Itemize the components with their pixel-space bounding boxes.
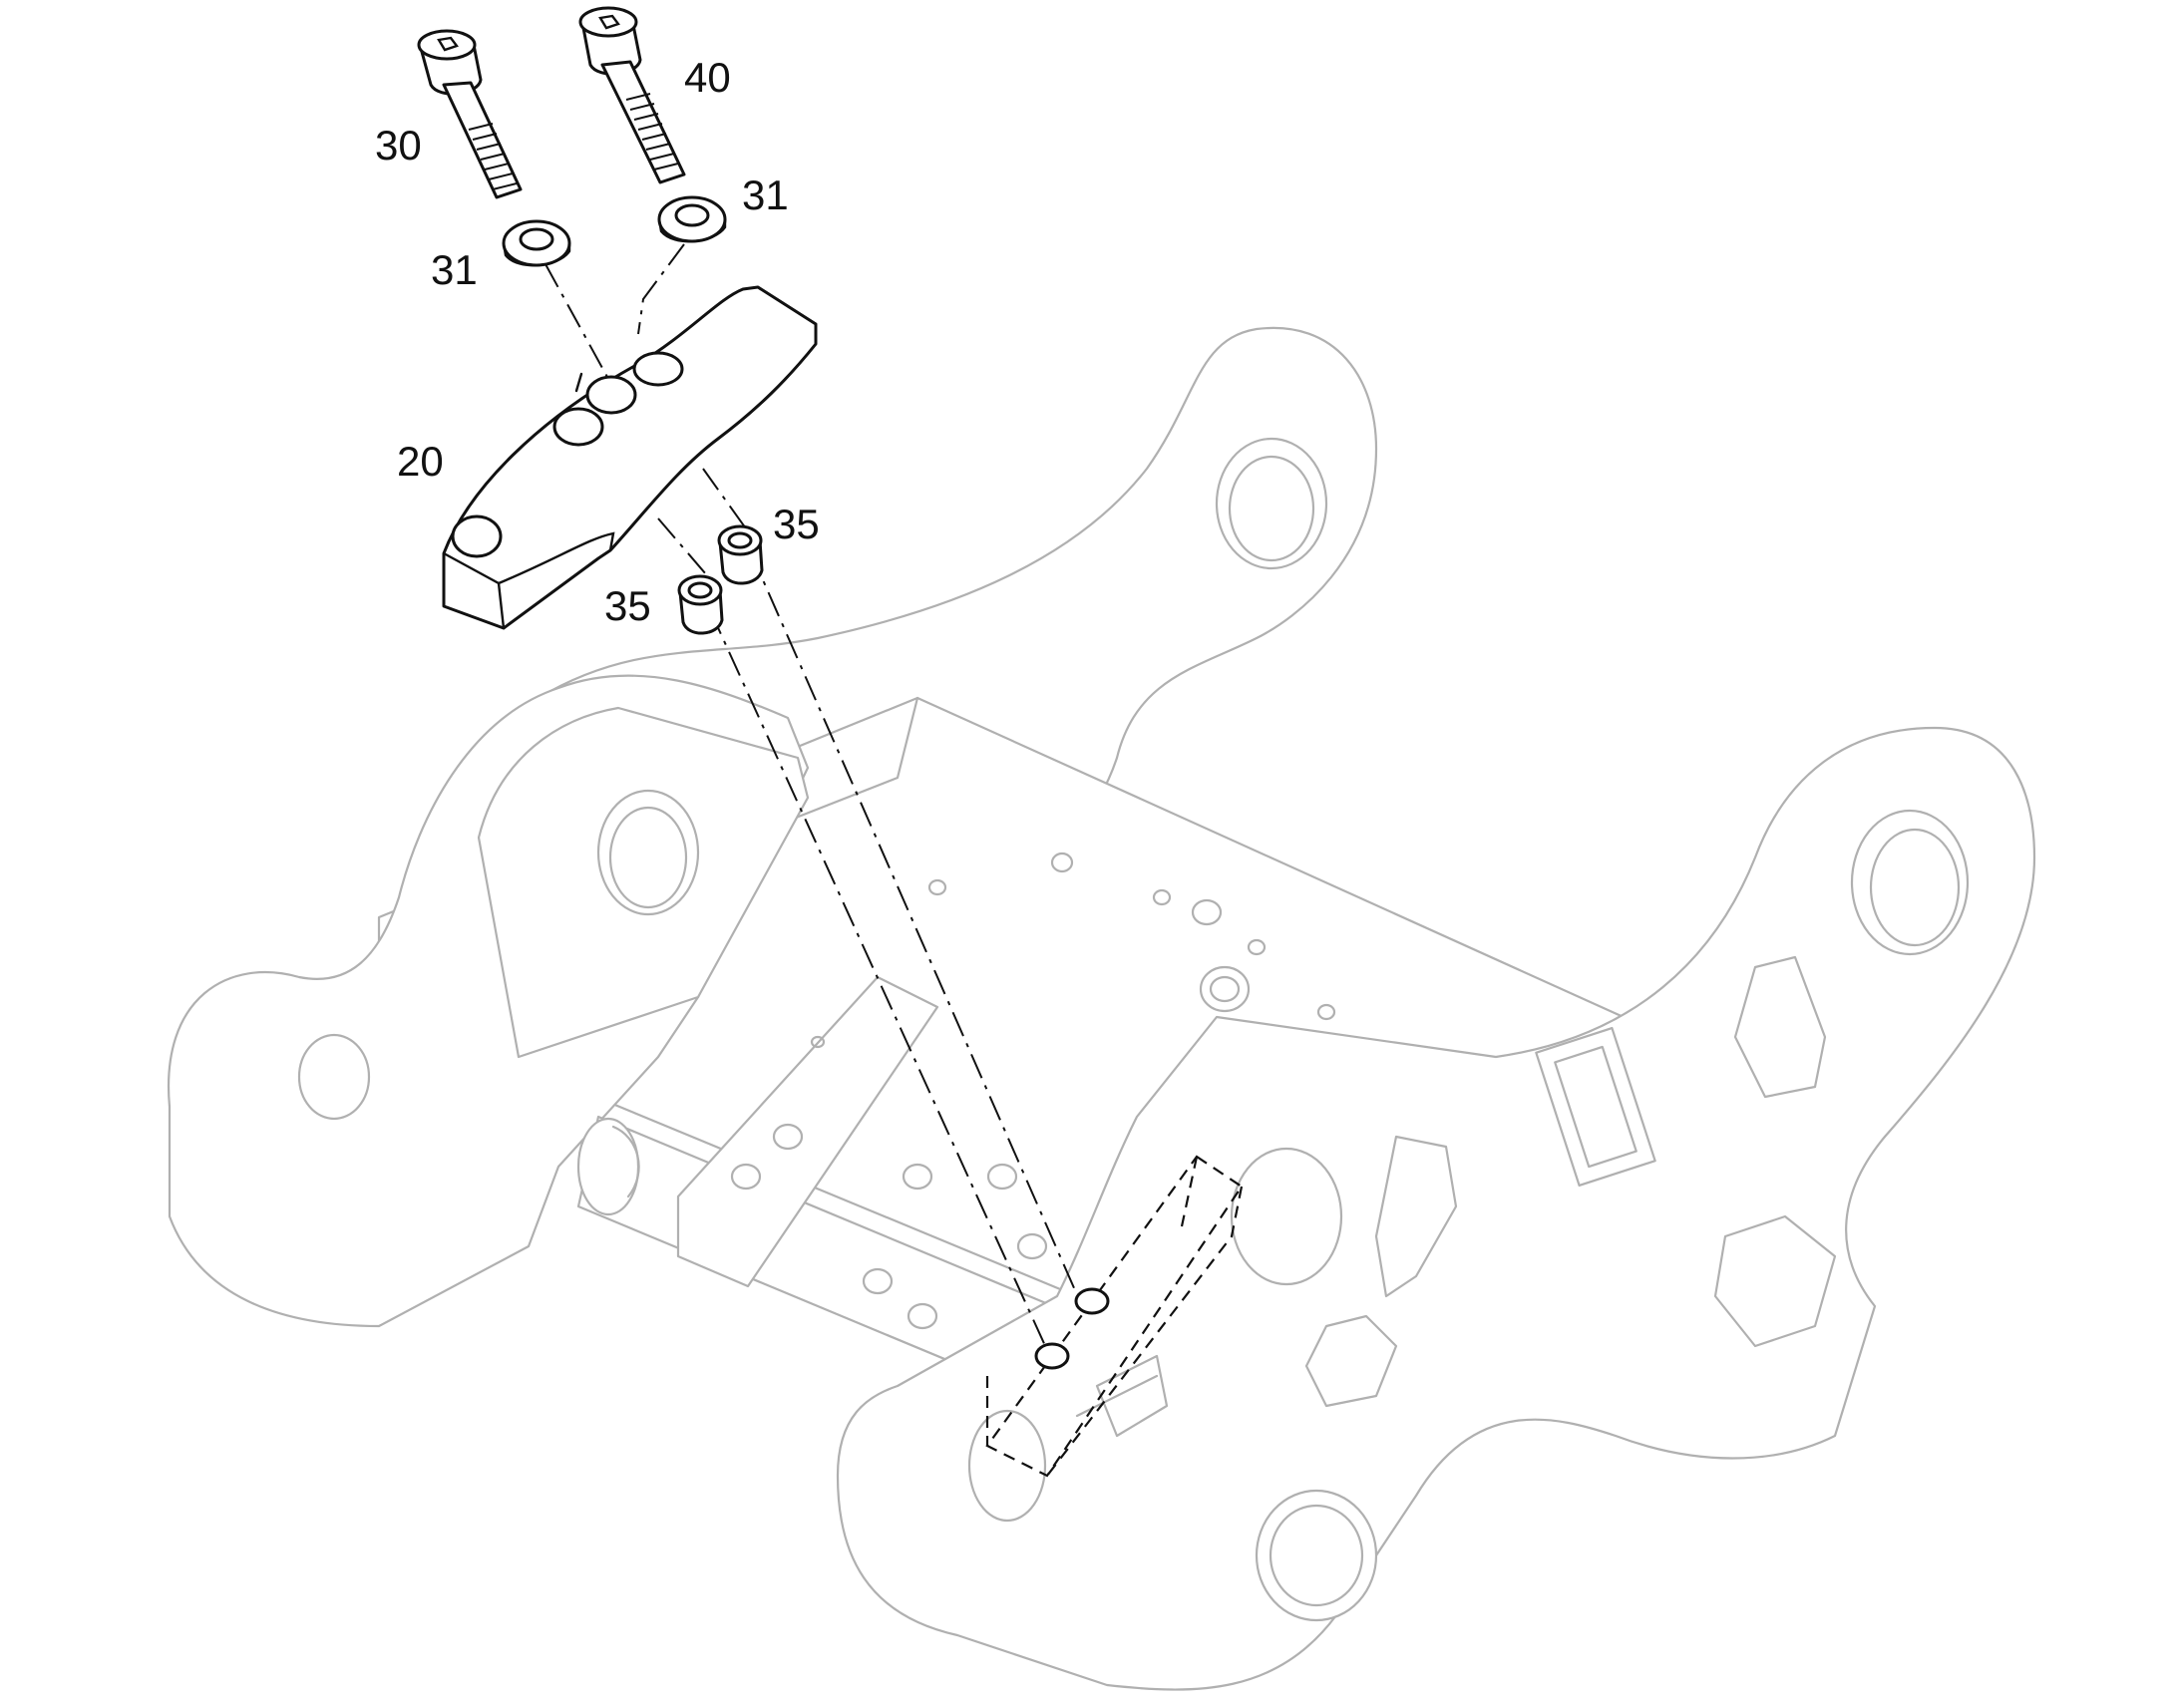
latch-slot (1095, 1354, 1169, 1438)
bushing-35-left (677, 574, 724, 635)
lock-bar-hole-2 (585, 375, 637, 415)
right-upper-pin-bore (1850, 809, 1970, 956)
lock-bar-hole-3 (632, 351, 684, 387)
bracket-upper-right (1733, 955, 1827, 1099)
wedge-block (676, 975, 939, 1288)
callout-31-right: 31 (742, 171, 789, 218)
callout-35-right: 35 (773, 501, 820, 547)
bushing-35-right (717, 524, 764, 585)
latch-screws (1034, 1287, 1110, 1370)
hook-right (1713, 1214, 1837, 1348)
lock-bar-hole-end (451, 514, 503, 558)
bracket-mid (1374, 1135, 1458, 1298)
callout-labels: 30 40 31 31 20 35 35 (375, 54, 820, 629)
inspection-window (1535, 1026, 1656, 1188)
right-lower-pin-bore (1255, 1489, 1378, 1622)
callout-40: 40 (684, 54, 731, 101)
callout-35-left: 35 (604, 582, 651, 629)
rear-pin-bore (1215, 437, 1328, 570)
callout-20: 20 (397, 438, 444, 485)
bracket-lower (1304, 1314, 1398, 1408)
bolt-30 (417, 29, 523, 199)
left-pin-bore (596, 789, 700, 916)
washer-31-right (657, 195, 727, 243)
bolt-40 (578, 6, 686, 184)
quick-coupler-frame (167, 326, 2036, 1691)
callout-30: 30 (375, 122, 422, 169)
callout-31-left: 31 (431, 246, 478, 293)
washer-31-left (502, 219, 571, 267)
lock-bar-hole-1 (552, 407, 604, 447)
lock-bar-20 (442, 285, 818, 630)
right-mid-bore (1230, 1147, 1343, 1286)
